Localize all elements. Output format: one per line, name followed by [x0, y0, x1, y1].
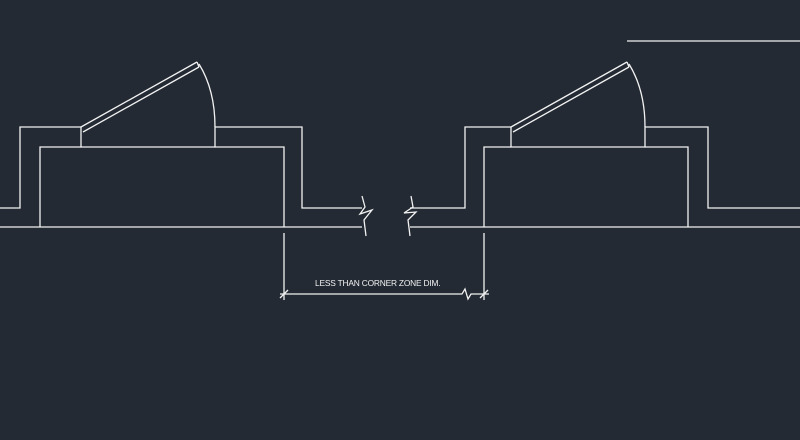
left-sash-line-outer [80, 61, 198, 128]
dimension-line [280, 287, 489, 301]
right-sash-line-inner [512, 66, 630, 133]
left-sash-end [196, 61, 200, 68]
left-window-inner-right-outline [215, 146, 285, 227]
left-window-inner-outline [39, 146, 81, 227]
left-break-symbol [358, 195, 374, 237]
right-window-unit [410, 61, 800, 227]
right-window-inner-outline [483, 146, 511, 227]
right-window-outer-outline [410, 126, 800, 209]
left-window-outer-outline [0, 126, 362, 209]
right-sash-line-outer [510, 61, 628, 128]
right-window-inner-right-outline [645, 146, 689, 227]
left-swing-arc [198, 63, 216, 128]
dimension-tick-right [479, 289, 489, 299]
right-sash-end [626, 61, 630, 68]
left-sash-line-inner [82, 66, 200, 133]
dimension-tick-left [279, 289, 289, 299]
right-swing-arc [628, 63, 646, 128]
left-window-unit [0, 61, 362, 227]
corner-zone-dimension: LESS THAN CORNER ZONE DIM. [279, 233, 489, 301]
right-break-symbol [403, 195, 418, 237]
dimension-label: LESS THAN CORNER ZONE DIM. [315, 278, 440, 288]
